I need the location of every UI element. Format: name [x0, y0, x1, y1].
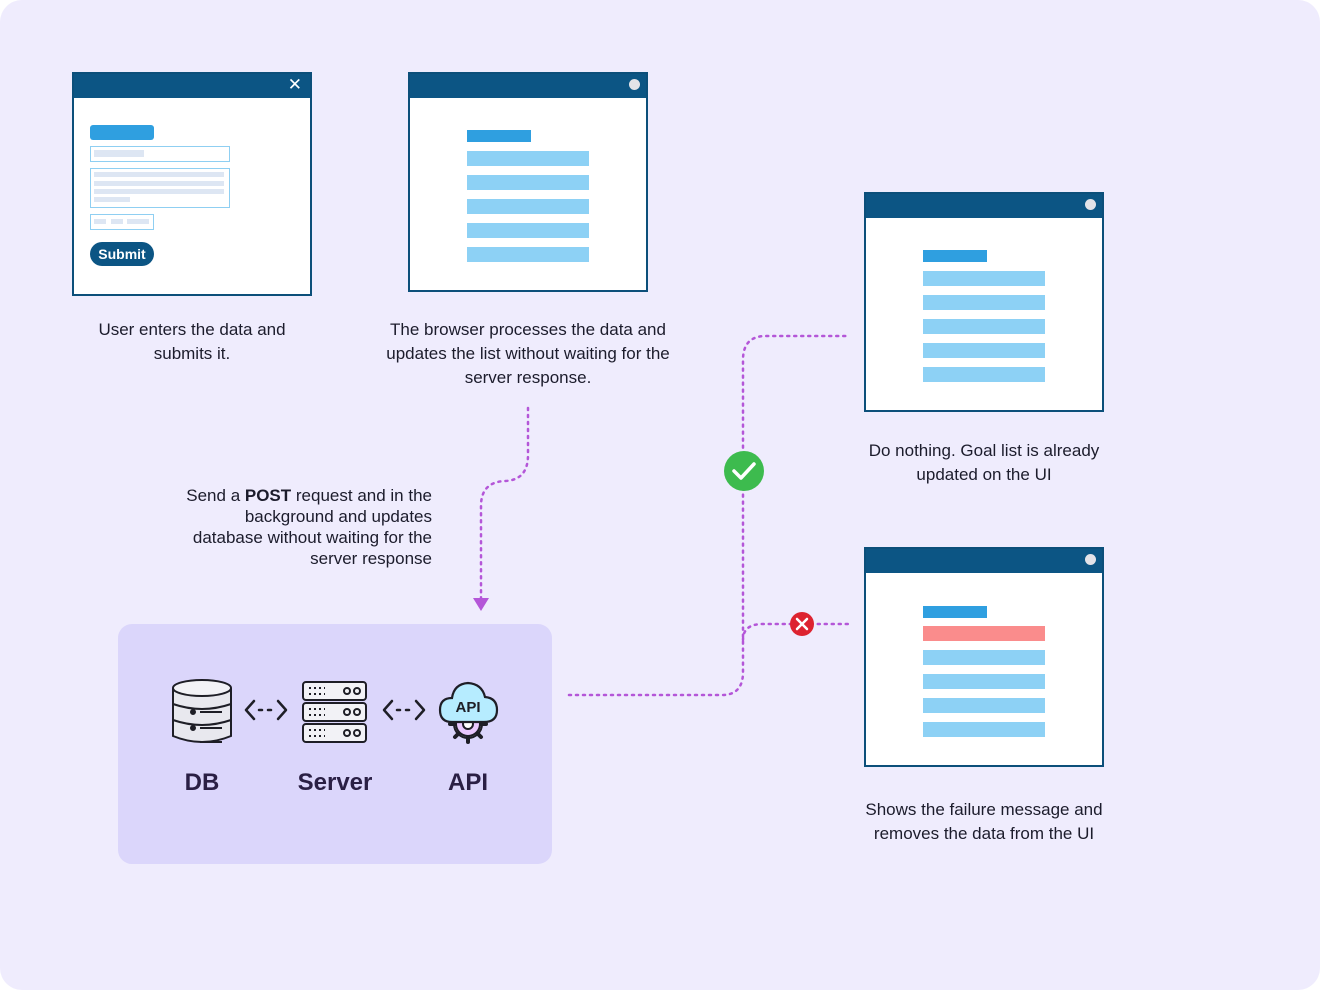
close-icon[interactable]: ✕ — [287, 75, 302, 95]
form-textarea-field[interactable] — [90, 168, 230, 208]
list-item-bar — [467, 175, 589, 190]
form-small-field[interactable] — [90, 214, 154, 230]
list-item-bar — [923, 698, 1045, 713]
list-title-bar — [467, 130, 531, 142]
list-item-bar — [923, 674, 1045, 689]
list-item-bar — [923, 343, 1045, 358]
list-title-bar — [923, 606, 987, 618]
api-icon-text: API — [455, 699, 480, 716]
caption-failure: Shows the failure message and removes th… — [865, 800, 1103, 843]
list-item-bar — [923, 367, 1045, 382]
response-connector — [567, 334, 852, 697]
window-dot-icon — [1085, 199, 1096, 210]
caption-send-post: Send a POST request and in the backgroun… — [186, 486, 432, 568]
list-title-bar — [923, 250, 987, 262]
list-item-bar — [923, 319, 1045, 334]
server-label: Server — [297, 769, 373, 796]
arrow-down-icon — [473, 598, 489, 611]
list-item-bar — [467, 223, 589, 238]
bidirectional-dashed-arrow-icon — [382, 699, 426, 721]
database-icon — [172, 679, 232, 743]
server-rack-icon — [302, 681, 367, 743]
caption-do-nothing: Do nothing. Goal list is already updated… — [868, 441, 1100, 484]
window-titlebar — [866, 549, 1102, 573]
window-dot-icon — [1085, 554, 1096, 565]
window-dot-icon — [629, 79, 640, 90]
list-item-bar — [467, 199, 589, 214]
form-title-placeholder — [90, 125, 154, 140]
success-window — [864, 192, 1104, 412]
submit-button[interactable]: Submit — [90, 242, 154, 266]
list-item-bar — [923, 722, 1045, 737]
db-label: DB — [184, 769, 220, 796]
failure-window — [864, 547, 1104, 767]
list-item-bar — [923, 271, 1045, 286]
backend-panel — [118, 624, 552, 864]
api-label: API — [447, 769, 488, 796]
list-item-bar — [923, 650, 1045, 665]
bidirectional-dashed-arrow-icon — [244, 699, 288, 721]
caption-user-enters: User enters the data and submits it. — [98, 320, 286, 363]
check-circle-icon — [724, 451, 764, 491]
x-circle-icon — [790, 612, 814, 636]
failure-connector — [741, 622, 852, 642]
list-item-bar — [467, 247, 589, 262]
post-request-connector — [479, 406, 530, 600]
caption-browser-processes: The browser processes the data and updat… — [386, 320, 670, 387]
form-window: ✕ Submit — [72, 72, 312, 296]
browser-list-window — [408, 72, 648, 292]
list-item-bar — [467, 151, 589, 166]
form-input-field[interactable] — [90, 146, 230, 162]
window-titlebar — [410, 74, 646, 98]
error-item-bar — [923, 626, 1045, 641]
cloud-gear-icon: API — [438, 681, 499, 744]
window-titlebar — [866, 194, 1102, 218]
window-titlebar: ✕ — [74, 74, 310, 98]
list-item-bar — [923, 295, 1045, 310]
